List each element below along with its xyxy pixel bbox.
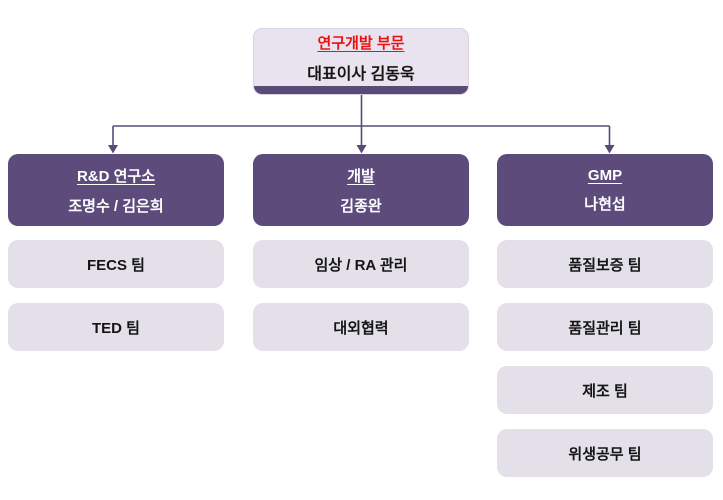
branch-lead: 조명수 / 김은희 — [68, 197, 164, 215]
team-node-quality-control: 품질관리 팀 — [497, 303, 713, 351]
team-node-quality-assurance: 품질보증 팀 — [497, 240, 713, 288]
branch-node-gmp: GMP 나현섭 — [497, 154, 713, 226]
branch-title: R&D 연구소 — [76, 167, 156, 185]
team-node-external-coop: 대외협력 — [253, 303, 469, 351]
branch-node-dev: 개발 김종완 — [253, 154, 469, 226]
team-node-ted: TED 팀 — [8, 303, 224, 351]
branch-title: 개발 — [347, 167, 375, 185]
arrow-down-icon — [108, 145, 615, 154]
team-node-clinical-ra: 임상 / RA 관리 — [253, 240, 469, 288]
branch-title: GMP — [587, 166, 623, 184]
root-subtitle: 대표이사 김동욱 — [307, 65, 415, 83]
team-node-manufacturing: 제조 팀 — [497, 366, 713, 414]
root-title: 연구개발 부문 — [317, 34, 405, 52]
branch-lead: 김종완 — [340, 197, 382, 215]
team-node-sanitation-engineering: 위생공무 팀 — [497, 429, 713, 477]
team-node-fecs: FECS 팀 — [8, 240, 224, 288]
branch-node-rnd: R&D 연구소 조명수 / 김은희 — [8, 154, 224, 226]
root-bottom-bar — [254, 86, 468, 94]
branch-lead: 나현섭 — [584, 195, 626, 213]
root-node: 연구개발 부문 대표이사 김동욱 — [253, 28, 469, 95]
